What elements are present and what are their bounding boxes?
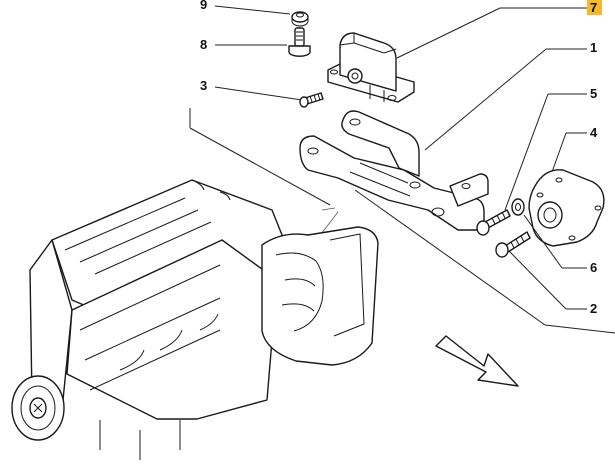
callout-highlight-box — [587, 0, 602, 15]
part-screw-3[interactable] — [299, 92, 324, 108]
callout-2[interactable]: 2 — [507, 249, 597, 316]
callout-8[interactable]: 8 — [200, 37, 287, 52]
callout-label-2: 2 — [590, 301, 597, 316]
callout-4[interactable]: 4 — [551, 125, 598, 173]
callout-label-8: 8 — [200, 37, 207, 52]
callout-3[interactable]: 3 — [200, 78, 303, 101]
callout-label-6: 6 — [590, 260, 597, 275]
part-engine-mount-7[interactable] — [327, 32, 415, 103]
callout-9[interactable]: 9 — [200, 0, 291, 15]
callout-label-7: 7 — [590, 0, 597, 15]
callout-1[interactable]: 1 — [424, 40, 597, 151]
engine-block — [11, 179, 379, 460]
part-bolt-8[interactable] — [288, 27, 311, 57]
part-support-bracket-1[interactable] — [299, 110, 489, 231]
assembly-guide-lines — [189, 108, 615, 334]
crank-pulley — [11, 375, 65, 441]
callout-label-5: 5 — [590, 86, 597, 101]
part-washer-6[interactable] — [511, 198, 525, 216]
callout-label-3: 3 — [200, 78, 207, 93]
part-flange-mount-4[interactable] — [528, 169, 605, 247]
callout-label-9: 9 — [200, 0, 207, 12]
callout-label-4: 4 — [590, 125, 598, 140]
arrow-direction-icon — [435, 335, 519, 387]
part-bolt-5[interactable] — [476, 209, 511, 236]
callout-label-1: 1 — [590, 40, 597, 55]
callout-5[interactable]: 5 — [504, 86, 597, 211]
callout-6[interactable]: 6 — [523, 214, 597, 275]
part-nut-9[interactable] — [291, 11, 309, 27]
callout-7[interactable]: 7 — [396, 0, 602, 59]
part-bolt-2[interactable] — [495, 231, 531, 258]
